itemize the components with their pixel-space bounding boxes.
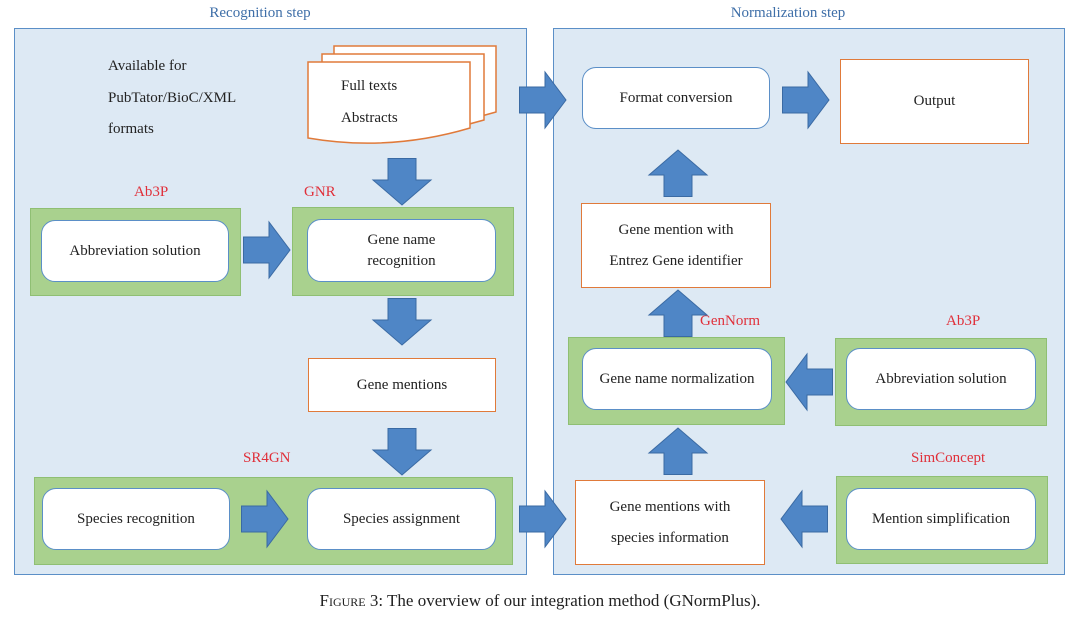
- tool-label-ab3p-norm: Ab3P: [946, 313, 981, 329]
- tool-label-gennorm: GenNorm: [700, 313, 760, 329]
- availability-line-3: formats: [108, 121, 154, 137]
- figure-caption: Figure 3: The overview of our integratio…: [0, 591, 1080, 611]
- species-assignment-box: Species assignment: [307, 488, 496, 550]
- format-conversion-label: Format conversion: [619, 89, 733, 106]
- gene-mention-identifier-box: Gene mention with Entrez Gene identifier: [581, 203, 771, 288]
- gene-mentions-species-line-1: Gene mentions with: [609, 498, 731, 515]
- arrow-gennorm-to-identifier: [647, 289, 709, 337]
- gene-name-recognition-line-2: recognition: [367, 252, 436, 269]
- doc-abstracts: Abstracts: [341, 110, 398, 126]
- figure-caption-label: Figure 3:: [319, 591, 384, 610]
- arrow-species-to-gennorm: [647, 427, 709, 475]
- arrow-species-recognition-to-assignment: [241, 489, 289, 549]
- arrow-format-to-output: [782, 70, 830, 130]
- availability-line-2: PubTator/BioC/XML: [108, 90, 237, 106]
- mention-simplification-label: Mention simplification: [872, 510, 1010, 527]
- abbreviation-solution-label: Abbreviation solution: [69, 242, 201, 259]
- arrow-documents-to-format: [519, 70, 567, 130]
- species-assignment-label: Species assignment: [342, 510, 461, 527]
- gene-mention-identifier-line-1: Gene mention with: [618, 221, 734, 238]
- normalization-step-title: Normalization step: [730, 5, 846, 21]
- abbreviation-solution-norm-label: Abbreviation solution: [875, 370, 1007, 387]
- output-label: Output: [913, 93, 956, 109]
- gene-name-normalization-box: Gene name normalization: [582, 348, 772, 410]
- recognition-step-title: Recognition step: [209, 5, 311, 21]
- gene-name-recognition-box: Gene name recognition: [307, 219, 496, 282]
- output-box: Output: [840, 59, 1029, 144]
- mention-simplification-box: Mention simplification: [846, 488, 1036, 550]
- format-conversion-box: Format conversion: [582, 67, 770, 129]
- gene-mentions-box: Gene mentions: [308, 358, 496, 412]
- gene-name-normalization-label: Gene name normalization: [599, 370, 755, 387]
- gene-mentions-species-box: Gene mentions with species information: [575, 480, 765, 565]
- gene-mentions-species-line-2: species information: [611, 529, 729, 546]
- arrow-gene-mentions-to-sr4gn: [371, 428, 433, 476]
- arrow-documents-to-gnr: [371, 158, 433, 206]
- tool-label-sr4gn: SR4GN: [243, 450, 291, 466]
- tool-label-simconcept: SimConcept: [911, 450, 986, 466]
- arrow-simplification-to-species: [780, 489, 828, 549]
- gene-mentions-label: Gene mentions: [356, 376, 448, 393]
- species-recognition-label: Species recognition: [77, 510, 195, 527]
- document-stack-icon: [307, 45, 497, 144]
- gene-name-recognition-line-1: Gene name: [367, 231, 436, 248]
- tool-label-ab3p: Ab3P: [134, 184, 169, 200]
- doc-full-texts: Full texts: [341, 78, 398, 94]
- arrow-abbrev-to-gennorm: [785, 352, 833, 412]
- arrow-abbrev-to-gnr: [243, 220, 291, 280]
- figure-caption-text: The overview of our integration method (…: [383, 591, 761, 610]
- species-recognition-box: Species recognition: [42, 488, 230, 550]
- arrow-sr4gn-to-normalization: [519, 489, 567, 549]
- arrow-gnr-to-gene-mentions: [371, 298, 433, 346]
- gene-mention-identifier-line-2: Entrez Gene identifier: [609, 252, 743, 269]
- abbreviation-solution-box: Abbreviation solution: [41, 220, 229, 282]
- availability-line-1: Available for: [108, 58, 187, 74]
- abbreviation-solution-norm-box: Abbreviation solution: [846, 348, 1036, 410]
- tool-label-gnr: GNR: [304, 184, 336, 200]
- arrow-identifier-to-format: [647, 149, 709, 197]
